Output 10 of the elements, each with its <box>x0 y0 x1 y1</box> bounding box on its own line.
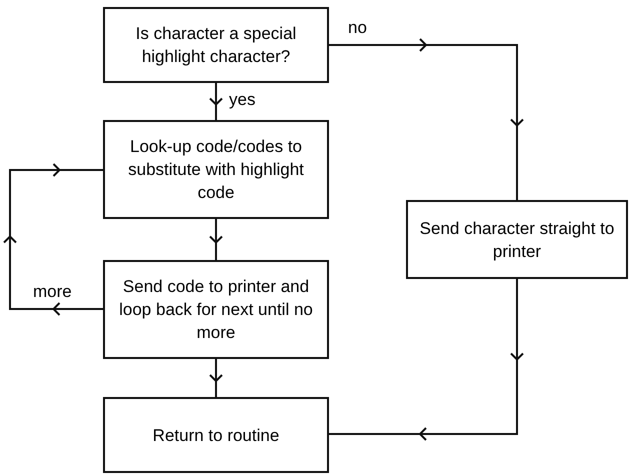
process-box <box>103 7 329 83</box>
process-box <box>406 200 628 279</box>
process-box <box>103 120 329 219</box>
process-box <box>103 397 329 473</box>
process-box <box>103 260 329 359</box>
box-text: Return to routine <box>152 424 280 446</box>
box-text: Send character straight to printer <box>418 218 616 262</box>
box-text: Look-up code/codes to substitute with highlight code <box>127 136 305 204</box>
box-text: Send code to printer and loop back for next until no more <box>118 276 314 344</box>
box-text: Is character a special highlight character? <box>134 23 298 68</box>
